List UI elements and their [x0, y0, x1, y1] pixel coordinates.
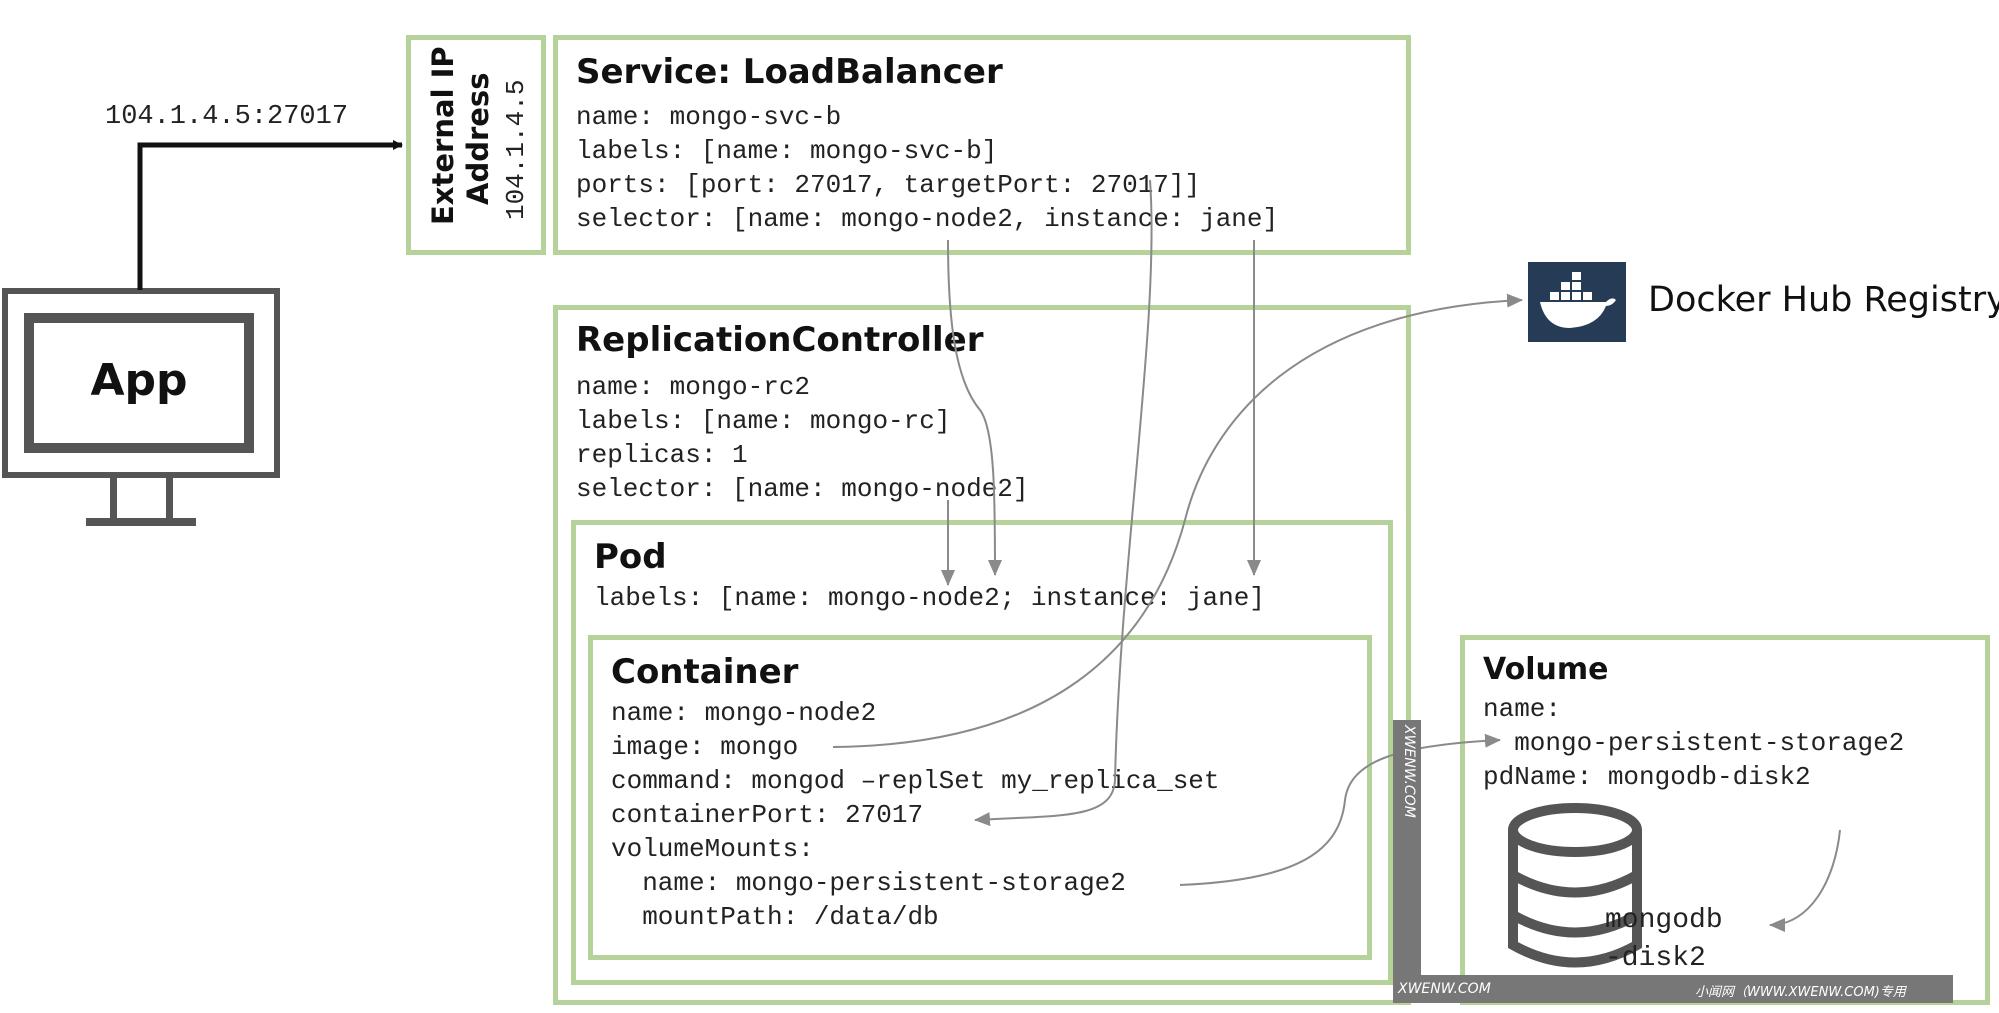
volume-line: mongo-persistent-storage2: [1483, 728, 1905, 758]
container-line: name: mongo-node2: [611, 698, 877, 728]
docker-hub-label: Docker Hub Registry: [1648, 280, 1999, 320]
rc-title: ReplicationController: [576, 320, 984, 360]
watermark-bottom-left: XWENW.COM: [1398, 981, 1491, 997]
target-port-arrow: [974, 179, 1153, 827]
service-line: labels: [name: mongo-svc-b]: [576, 136, 998, 166]
external-ip-box: External IP Address 104.1.4.5: [406, 35, 546, 255]
container-box: Container name: mongo-node2 image: mongo…: [588, 635, 1372, 960]
monitor-base: [86, 518, 196, 526]
pdname-to-disk-arrow: [1769, 829, 1841, 932]
container-line: command: mongod –replSet my_replica_set: [611, 766, 1220, 796]
docker-whale-icon: [1528, 262, 1626, 342]
service-line: selector: [name: mongo-node2, instance: …: [576, 204, 1279, 234]
rc-line: labels: [name: mongo-rc]: [576, 406, 951, 436]
monitor-stand-left: [110, 478, 117, 520]
app-to-external-ip-arrow: [137, 140, 403, 290]
monitor-stand-right: [166, 478, 173, 520]
service-line: name: mongo-svc-b: [576, 102, 842, 132]
monitor-screen: [24, 313, 254, 453]
volume-mount-arrow: [1179, 733, 1501, 886]
disk-label-2: -disk2: [1605, 943, 1706, 974]
rc-line: name: mongo-rc2: [576, 372, 811, 402]
container-line: name: mongo-persistent-storage2: [611, 868, 1126, 898]
image-to-docker-arrow: [832, 293, 1523, 748]
container-line: containerPort: 27017: [611, 800, 924, 830]
watermark-bottom-right: 小闻网（WWW.XWENW.COM)专用: [1695, 985, 1906, 1000]
replication-controller-box: ReplicationController name: mongo-rc2 la…: [553, 305, 1411, 1005]
volume-line: name:: [1483, 694, 1562, 724]
watermark-side-bar: [1393, 720, 1421, 985]
disk-icon: [1508, 803, 1642, 968]
container-line: mountPath: /data/db: [611, 902, 939, 932]
pod-box: Pod labels: [name: mongo-node2; instance…: [571, 520, 1393, 985]
watermark-side-text: XWENW.COM: [1401, 725, 1417, 818]
app-label: App: [90, 355, 188, 406]
pod-title: Pod: [594, 537, 667, 577]
container-line: image: mongo: [611, 732, 799, 762]
service-title: Service: LoadBalancer: [576, 52, 1003, 92]
pod-labels: labels: [name: mongo-node2; instance: ja…: [594, 583, 1265, 613]
volume-line: pdName: mongodb-disk2: [1483, 762, 1811, 792]
service-line: ports: [port: 27017, targetPort: 27017]]: [576, 170, 1201, 200]
container-title: Container: [611, 652, 799, 692]
service-box: Service: LoadBalancer name: mongo-svc-b …: [553, 35, 1411, 255]
watermark-bottom-bar: [1393, 975, 1953, 1003]
monitor-bezel: [2, 288, 280, 478]
volume-title: Volume: [1483, 652, 1609, 687]
app-endpoint-label: 104.1.4.5:27017: [105, 102, 349, 132]
container-line: volumeMounts:: [611, 834, 814, 864]
rc-line: selector: [name: mongo-node2]: [576, 474, 1029, 504]
disk-label-1: mongodb: [1605, 905, 1723, 936]
service-selector-name-arrow: [947, 239, 1002, 576]
rc-line: replicas: 1: [576, 440, 748, 470]
